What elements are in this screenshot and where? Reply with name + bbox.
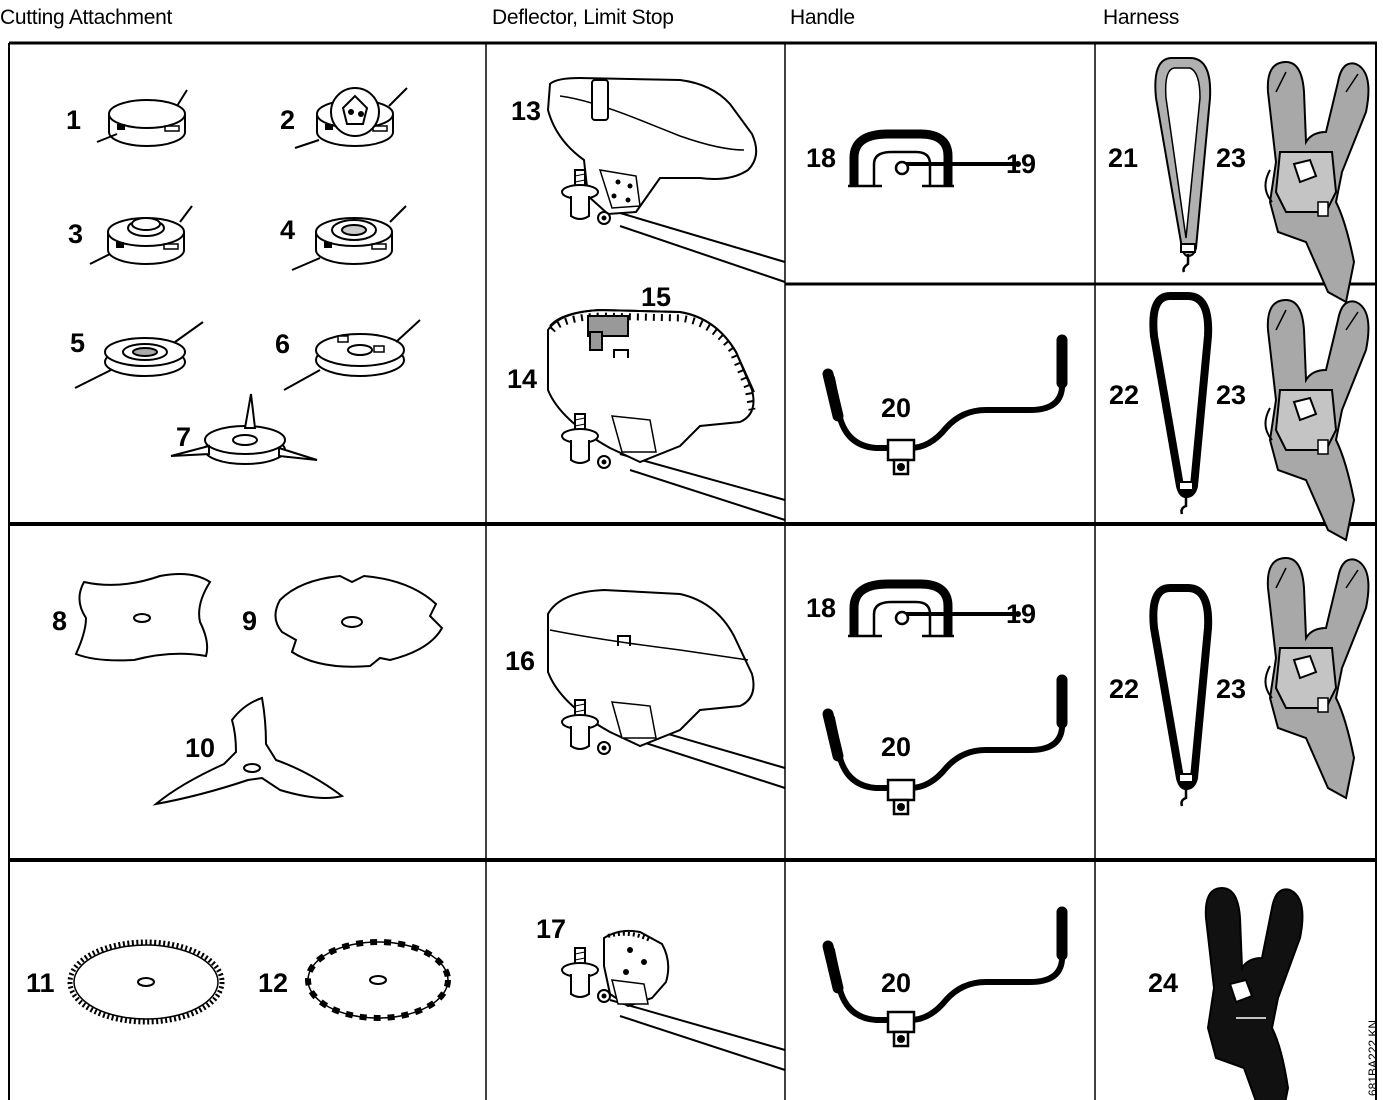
trimmer-head-3 — [89, 205, 193, 265]
header-handle: Handle — [790, 6, 855, 29]
part-number: 18 — [806, 593, 836, 623]
part-number: 20 — [881, 393, 911, 423]
circular-saw-blade-11 — [67, 939, 225, 1025]
grass-cutting-blade-10 — [152, 696, 345, 806]
part-number: 3 — [68, 219, 83, 249]
shoulder-strap-22 — [1153, 588, 1208, 806]
limit-stop-17 — [561, 929, 786, 1071]
part-number: 10 — [185, 733, 215, 763]
part-number: 17 — [536, 914, 566, 944]
deflector-14-with-limit-stop-15 — [547, 308, 786, 521]
part-number: 23 — [1216, 674, 1246, 704]
part-number: 12 — [258, 968, 288, 998]
trimmer-head-2 — [294, 87, 408, 149]
part-number: 20 — [881, 732, 911, 762]
part-number: 8 — [52, 606, 67, 636]
part-number: 6 — [275, 329, 290, 359]
figure-code: 681BA222 KN — [1366, 1019, 1380, 1096]
header-cutting-attachment: Cutting Attachment — [0, 6, 173, 29]
table-borders — [8, 41, 1377, 1100]
trimmer-head-5 — [74, 321, 204, 389]
part-number: 2 — [280, 105, 295, 135]
part-number: 14 — [507, 364, 537, 394]
heavy-duty-harness-24 — [1204, 887, 1304, 1100]
deflector-16 — [547, 588, 786, 789]
grass-cutting-blade-8 — [74, 573, 212, 662]
bike-handle-20 — [828, 338, 1062, 474]
part-number: 15 — [641, 282, 671, 312]
part-number: 9 — [242, 606, 257, 636]
header-deflector-limit-stop: Deflector, Limit Stop — [492, 6, 674, 29]
part-number: 18 — [806, 143, 836, 173]
grass-cutting-blade-9 — [274, 574, 444, 668]
part-number: 22 — [1109, 380, 1139, 410]
part-number: 19 — [1006, 599, 1036, 629]
part-number: 5 — [70, 328, 85, 358]
loop-handle-18-with-barrier-19 — [848, 134, 1021, 186]
trimmer-head-4 — [291, 205, 407, 271]
full-harness-23 — [1264, 299, 1370, 541]
trimmer-head-6 — [283, 319, 421, 391]
header-harness: Harness — [1103, 6, 1180, 29]
shoulder-strap-22 — [1153, 296, 1208, 514]
part-number: 23 — [1216, 143, 1246, 173]
full-harness-23 — [1264, 61, 1370, 303]
loop-handle-18-with-barrier-19 — [848, 584, 1021, 636]
trimmer-head-7 — [170, 393, 318, 465]
part-number: 23 — [1216, 380, 1246, 410]
deflector-13 — [546, 76, 786, 283]
part-number: 4 — [280, 215, 295, 245]
shoulder-strap-21 — [1154, 57, 1212, 273]
part-number: 13 — [511, 96, 541, 126]
part-number: 20 — [881, 968, 911, 998]
part-number: 11 — [26, 968, 55, 998]
part-number: 1 — [66, 105, 81, 135]
circular-saw-blade-12 — [305, 939, 451, 1021]
part-number: 21 — [1108, 143, 1138, 173]
part-number: 19 — [1006, 149, 1036, 179]
part-number: 24 — [1148, 968, 1178, 998]
full-harness-23 — [1264, 557, 1370, 799]
bike-handle-20 — [828, 910, 1062, 1046]
part-number: 7 — [176, 422, 191, 452]
bike-handle-20 — [828, 678, 1062, 814]
trimmer-head-1 — [96, 89, 188, 147]
part-number: 16 — [505, 646, 535, 676]
part-number: 22 — [1109, 674, 1139, 704]
